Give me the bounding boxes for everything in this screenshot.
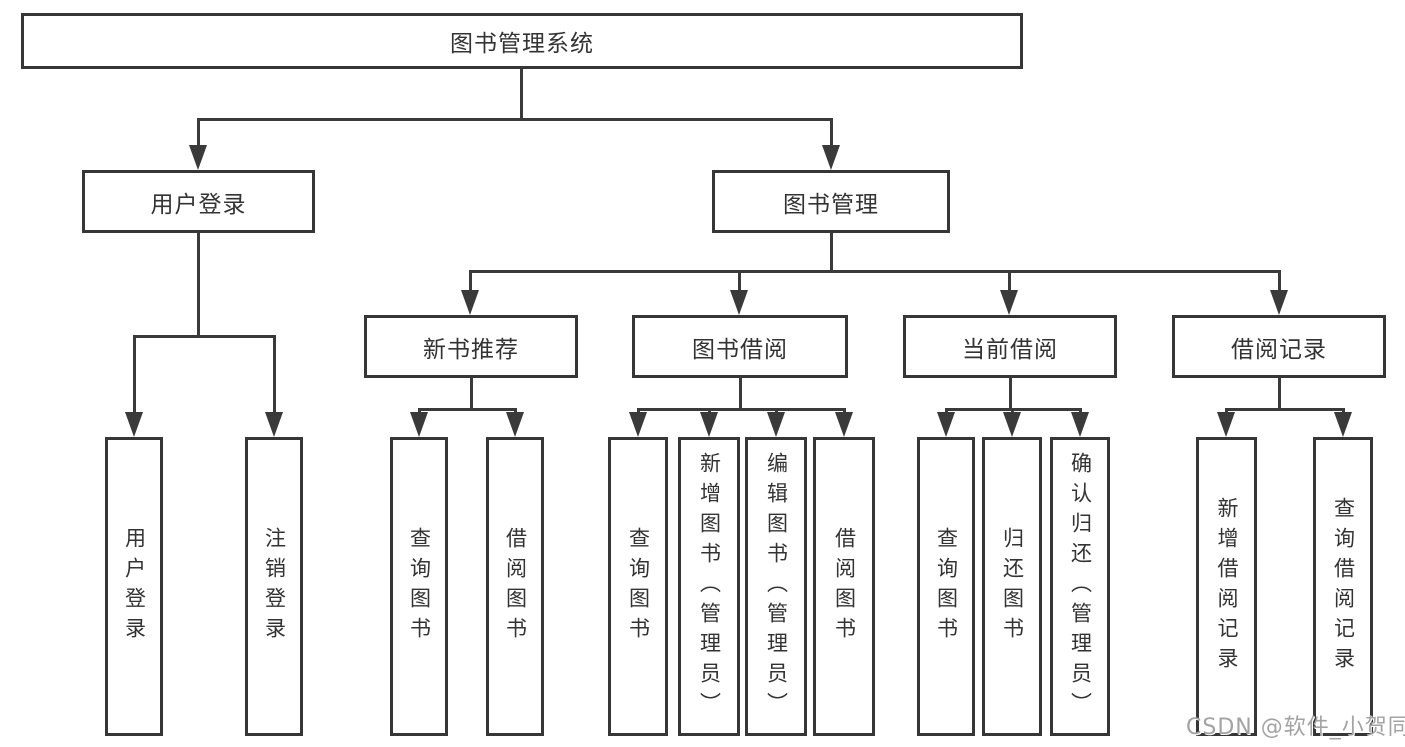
leaf-edit-book-admin: 编辑图书（管理员） (745, 437, 807, 736)
connector-drop-leaf (637, 408, 640, 415)
arrowhead-down (125, 412, 143, 437)
connector-group-bus (637, 408, 846, 411)
node-book-management: 图书管理 (712, 170, 950, 233)
connector-drop-module (738, 270, 741, 293)
node-borrow-records: 借阅记录 (1172, 315, 1386, 378)
connector-drop-leaf (708, 408, 711, 415)
connector-book-management-stem (830, 233, 833, 270)
connector-drop-user-login (197, 118, 200, 149)
node-book-borrow: 图书借阅 (632, 315, 848, 378)
leaf-borrow-books-recommend: 借阅图书 (486, 437, 544, 736)
connector-drop-leaf (843, 408, 846, 415)
connector-drop-leaf (1079, 408, 1082, 415)
leaf-borrow-books: 借阅图书 (813, 437, 875, 736)
connector-drop-leaf (1225, 408, 1228, 415)
connector-group-bus (1225, 408, 1345, 411)
node-user-login: 用户登录 (82, 170, 315, 233)
connector-drop-module (469, 270, 472, 293)
connector-drop-module (1278, 270, 1281, 293)
arrowhead-down (1334, 412, 1352, 437)
connector-group-stem (739, 378, 742, 408)
leaf-confirm-return-admin: 确认归还（管理员） (1050, 437, 1110, 736)
leaf-query-books-borrow: 查询图书 (608, 437, 668, 736)
connector-drop-leaf (514, 408, 517, 415)
arrowhead-down (937, 412, 955, 437)
connector-drop-book-management (830, 118, 833, 149)
arrowhead-down (1270, 290, 1288, 315)
connector-root-stem (520, 68, 523, 118)
connector-drop-leaf (1011, 408, 1014, 415)
connector-drop-leaf (418, 408, 421, 415)
node-library-system: 图书管理系统 (21, 13, 1023, 69)
leaf-add-book-admin: 新增图书（管理员） (678, 437, 740, 736)
arrowhead-down (1000, 290, 1018, 315)
arrowhead-down (730, 290, 748, 315)
connector-group-stem (470, 378, 473, 408)
arrowhead-down (700, 412, 718, 437)
leaf-logout: 注销登录 (245, 437, 303, 736)
connector-group-stem (1278, 378, 1281, 408)
arrowhead-down (189, 145, 207, 170)
arrowhead-down (1003, 412, 1021, 437)
csdn-watermark: CSDN @软件_小贺同学 (1186, 715, 1405, 740)
arrowhead-down (265, 412, 283, 437)
leaf-user-login: 用户登录 (105, 437, 163, 736)
arrowhead-down (1071, 412, 1089, 437)
connector-user-login-stem (197, 233, 200, 335)
leaf-query-borrow-record: 查询借阅记录 (1313, 437, 1373, 736)
connector-level2-bus (197, 118, 833, 121)
connector-drop-leaf (775, 408, 778, 415)
connector-drop-leaf (945, 408, 948, 415)
arrowhead-down (461, 290, 479, 315)
leaf-return-books: 归还图书 (982, 437, 1042, 736)
connector-drop-leaf (273, 335, 276, 414)
connector-group-stem (1009, 378, 1012, 408)
leaf-add-borrow-record: 新增借阅记录 (1196, 437, 1257, 736)
connector-drop-leaf (133, 335, 136, 414)
arrowhead-down (1217, 412, 1235, 437)
node-new-book-recommend: 新书推荐 (364, 315, 578, 378)
leaf-query-books-current: 查询图书 (917, 437, 975, 736)
connector-drop-leaf (1342, 408, 1345, 415)
connector-level3-bus (469, 270, 1281, 273)
connector-user-login-bus (133, 335, 276, 338)
arrowhead-down (629, 412, 647, 437)
node-current-borrow: 当前借阅 (903, 315, 1117, 378)
leaf-query-books-recommend: 查询图书 (390, 437, 448, 736)
connector-group-bus (418, 408, 517, 411)
arrowhead-down (506, 412, 524, 437)
arrowhead-down (767, 412, 785, 437)
arrowhead-down (410, 412, 428, 437)
connector-drop-module (1008, 270, 1011, 293)
arrowhead-down (835, 412, 853, 437)
arrowhead-down (822, 145, 840, 170)
